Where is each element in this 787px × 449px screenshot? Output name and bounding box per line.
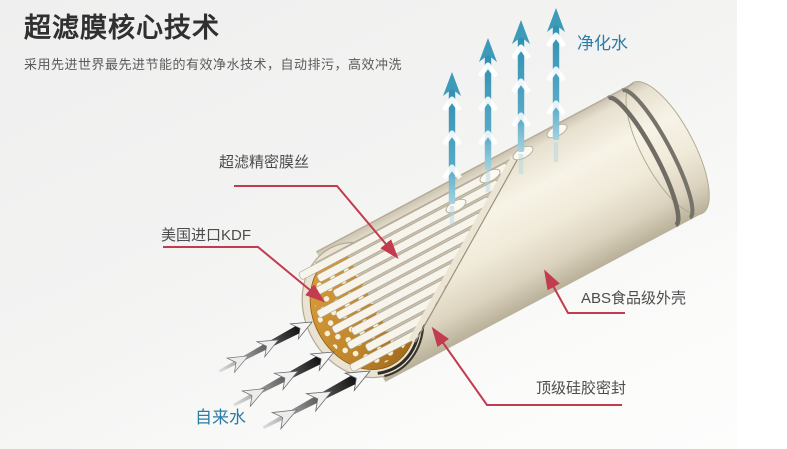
label-abs-shell: ABS食品级外壳 [581, 290, 687, 307]
callout-line-abs [544, 269, 625, 314]
label-silicone-seal: 顶级硅胶密封 [536, 380, 627, 397]
silicone-seal [384, 323, 425, 378]
callout-line-seal [431, 326, 622, 406]
callout-line-kdf [163, 246, 326, 303]
cap-ring [607, 95, 681, 228]
label-membrane-fiber: 超滤精密膜丝 [219, 154, 310, 171]
label-tap-water: 自来水 [195, 408, 246, 427]
page-subtitle: 采用先进世界最先进节能的有效净水技术，自动排污，高效冲洗 [24, 57, 403, 72]
label-kdf: 美国进口KDF [161, 227, 252, 244]
header: 超滤膜核心技术 采用先进世界最先进节能的有效净水技术，自动排污，高效冲洗 [24, 6, 402, 73]
callout-line-membrane [234, 185, 399, 260]
label-purified-water: 净化水 [577, 34, 628, 53]
page-title: 超滤膜核心技术 [24, 13, 220, 43]
